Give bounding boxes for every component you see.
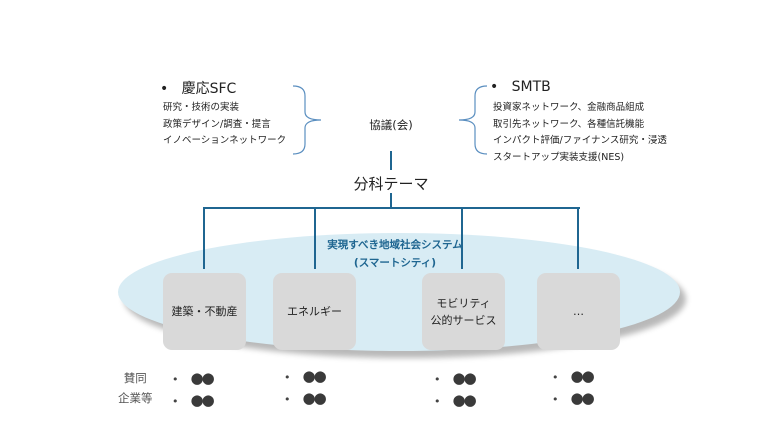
list-item: スタートアップ実装支援(NES) [493, 151, 625, 163]
branch-line [577, 207, 579, 269]
supporter-placeholder: ●● [570, 389, 595, 407]
right-org-title: • SMTB [490, 79, 551, 95]
supporters-column: •●● •●● [284, 367, 327, 407]
left-brace [292, 85, 322, 155]
branch-line [314, 207, 316, 269]
theme-box-mobility[interactable]: モビリティ 公的サービス [422, 273, 505, 350]
theme-label: 分科テーマ [353, 175, 429, 193]
supporter-placeholder: ●● [570, 367, 595, 385]
supporter-placeholder: ●● [302, 389, 327, 407]
supporters-label-2: 企業等 [118, 391, 153, 405]
list-item: 取引先ネットワーク、各種信託機能 [493, 118, 645, 130]
list-item: 研究・技術の実装 [163, 102, 240, 113]
branch-line [203, 207, 580, 209]
supporters-column: •●● •●● [434, 369, 477, 409]
left-org-items: 研究・技術の実装 政策デザイン/調査・提言 イノベーションネットワーク [163, 100, 286, 150]
list-item: 政策デザイン/調査・提言 [163, 118, 271, 130]
supporter-placeholder: ●● [190, 369, 215, 387]
connector-line [390, 151, 392, 170]
left-org-name: 慶応SFC [181, 81, 237, 97]
supporters-label: 賛同 企業等 [118, 368, 153, 408]
left-org-title: • 慶応SFC [160, 81, 237, 97]
branch-line [461, 207, 463, 269]
list-item: イノベーションネットワーク [163, 135, 287, 146]
system-title: 実現すべき地域社会システム (スマートシティ) [290, 236, 500, 272]
supporter-placeholder: ●● [190, 391, 215, 409]
list-item: インパクト評価/ファイナンス研究・浸透 [493, 135, 667, 146]
list-item: 投資家ネットワーク、金融商品組成 [493, 102, 645, 113]
right-brace [458, 85, 488, 155]
supporters-column: •●● •●● [172, 369, 215, 409]
supporters-label-1: 賛同 [123, 371, 147, 385]
theme-box-energy[interactable]: エネルギー [273, 273, 356, 350]
right-org-name: SMTB [511, 79, 551, 95]
system-title-text: 実現すべき地域社会システム [327, 239, 463, 251]
supporters-column: •●● •●● [552, 367, 595, 407]
right-org-items: 投資家ネットワーク、金融商品組成 取引先ネットワーク、各種信託機能 インパクト評… [493, 100, 667, 166]
supporter-placeholder: ●● [452, 391, 477, 409]
theme-box-construction[interactable]: 建築・不動産 [163, 273, 246, 350]
council-label: 協議(会) [369, 118, 413, 132]
supporter-placeholder: ●● [302, 367, 327, 385]
connector-line [390, 193, 392, 208]
system-subtitle: (スマートシティ) [353, 257, 437, 269]
theme-box-other[interactable]: … [537, 273, 620, 350]
branch-line [203, 207, 205, 269]
supporter-placeholder: ●● [452, 369, 477, 387]
